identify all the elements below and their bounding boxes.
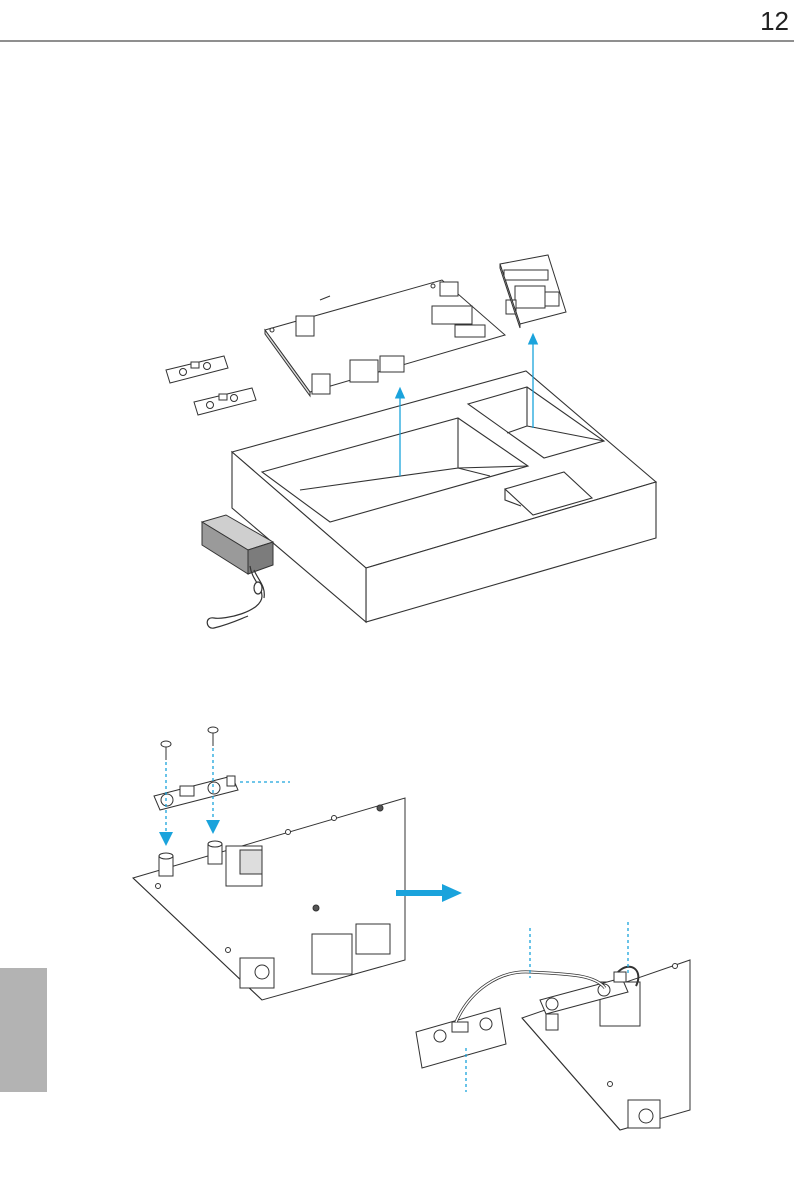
screw-2 [208, 727, 218, 746]
motherboard-left [133, 798, 405, 1000]
assembled-board [522, 960, 690, 1130]
daughter-board [416, 1008, 506, 1068]
process-arrow [396, 884, 462, 902]
screw-1 [161, 741, 171, 760]
